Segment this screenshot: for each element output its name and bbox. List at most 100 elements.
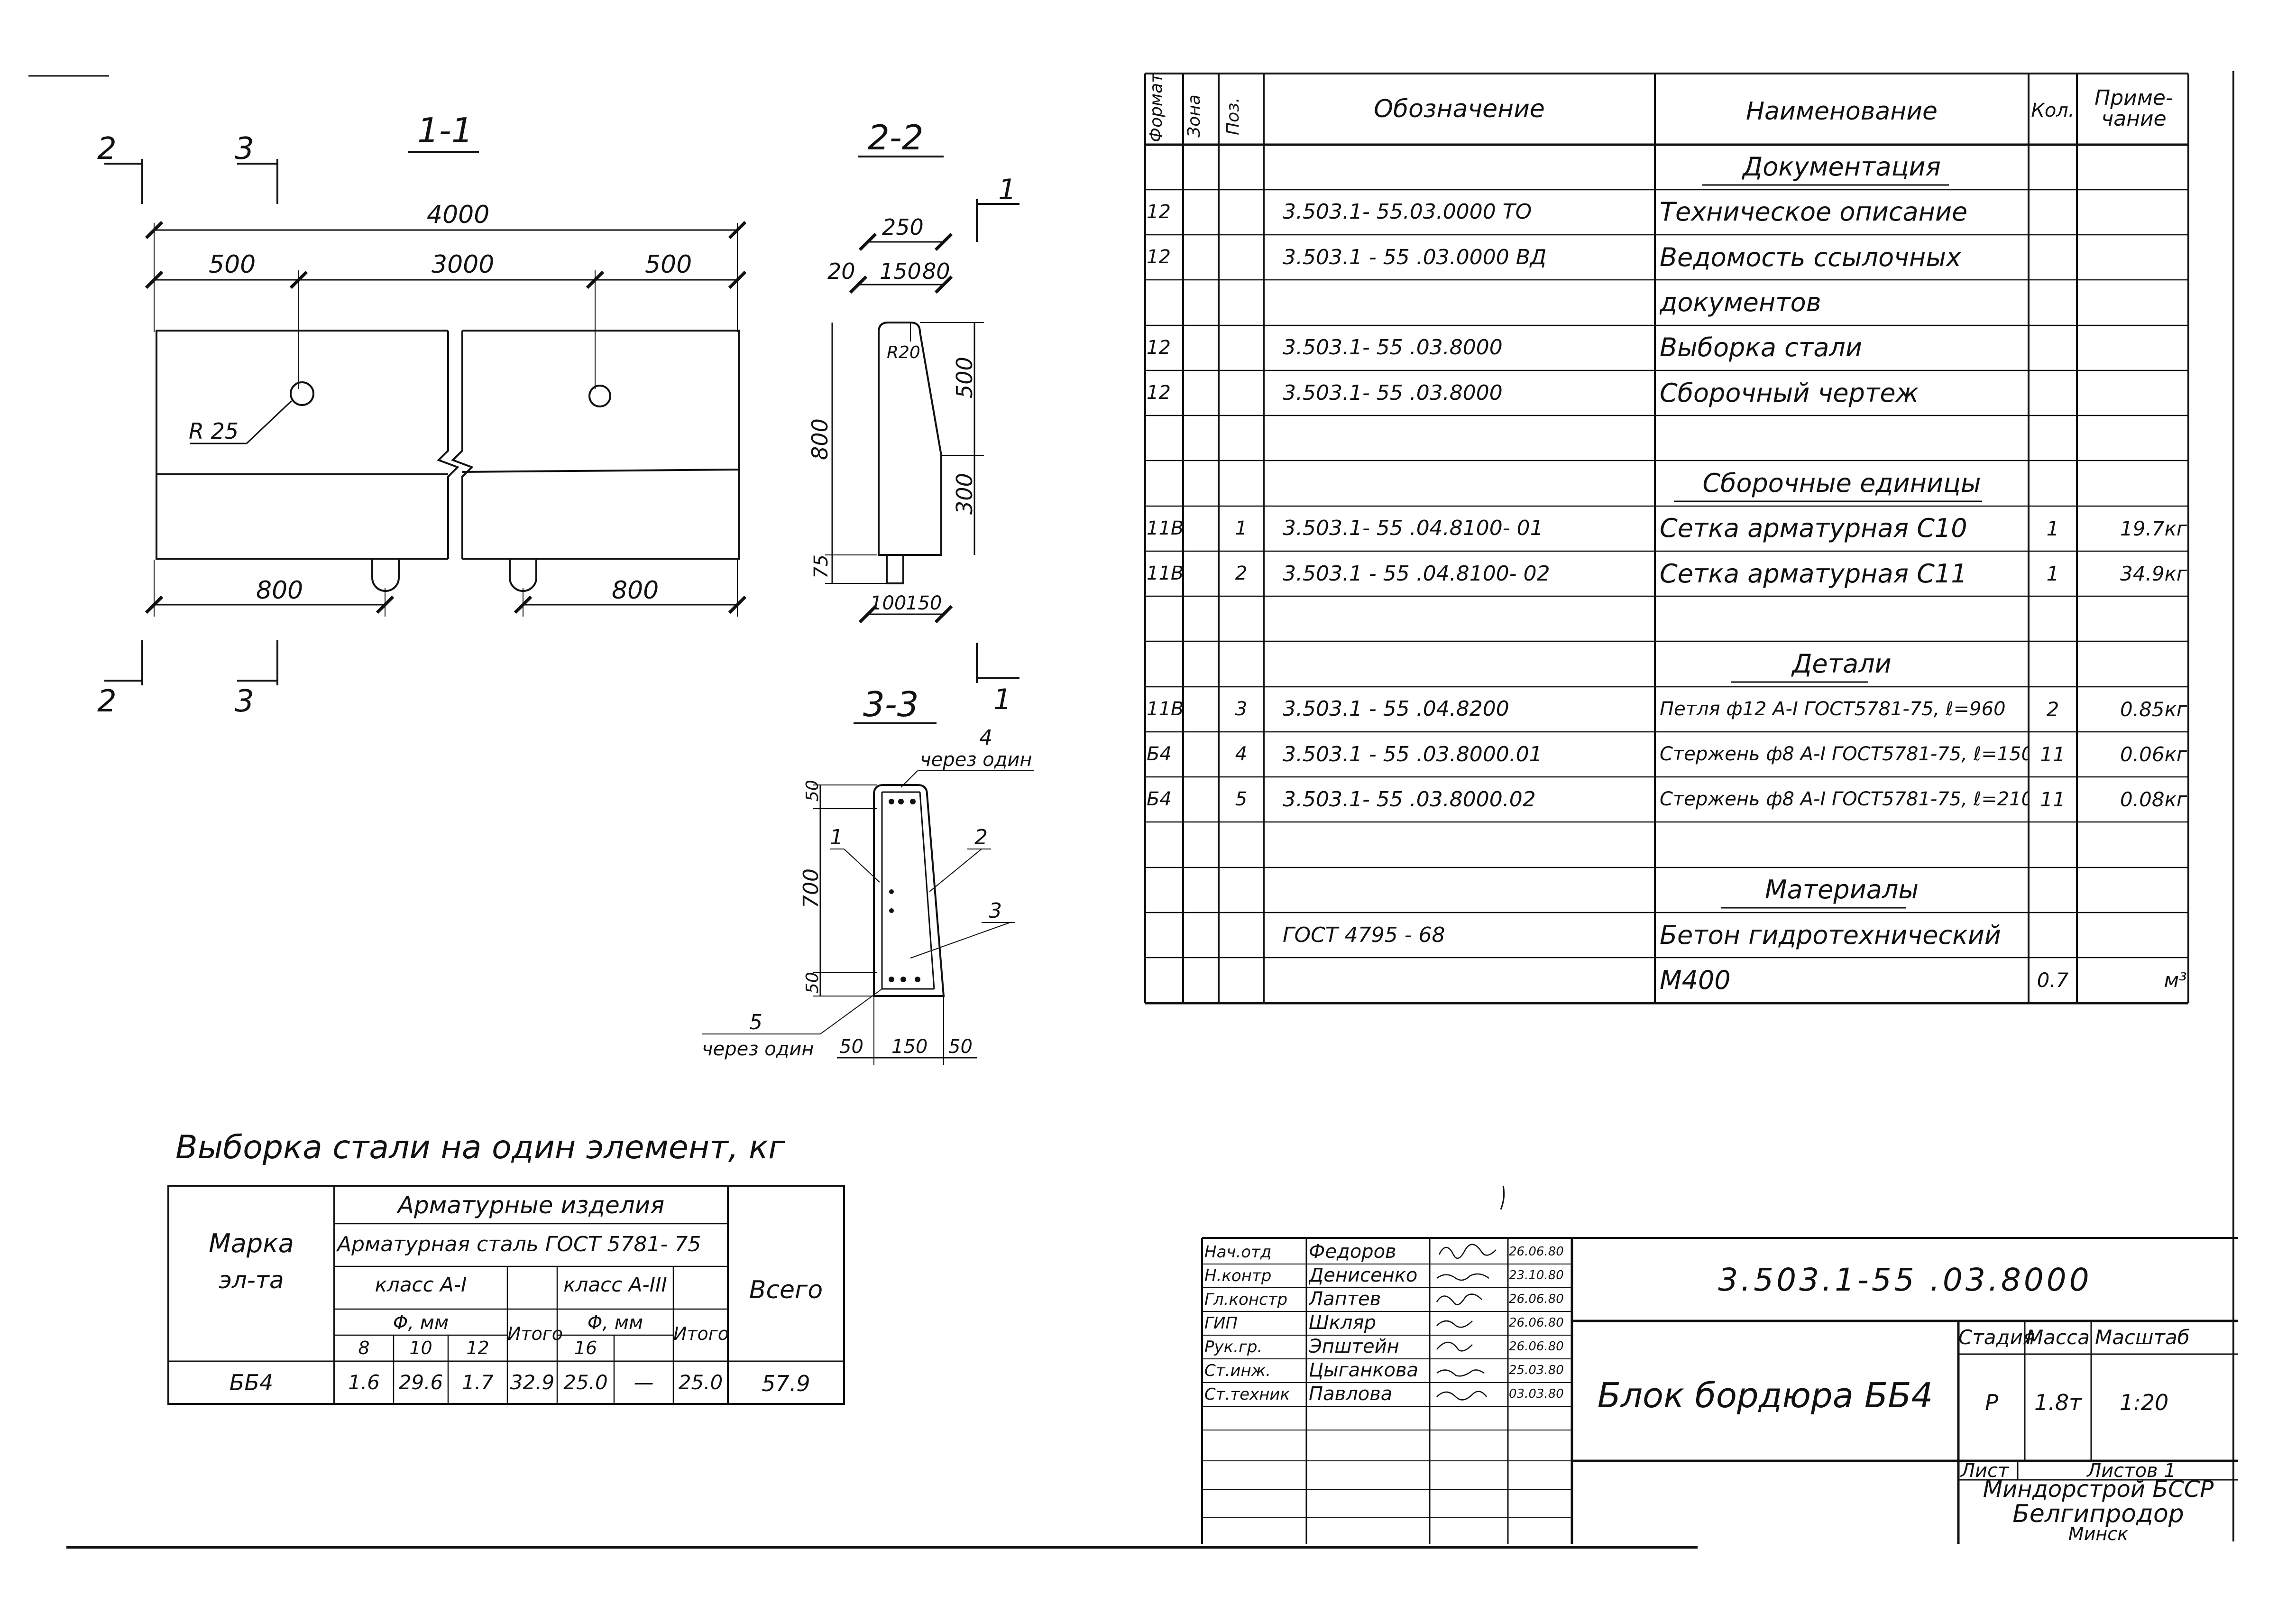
spec-header-note: Приме- чание — [2079, 88, 2188, 129]
pos1-label: 1 — [830, 825, 843, 849]
dim-700: 700 — [799, 868, 823, 908]
spec-cell-format: Б4 — [1147, 743, 1172, 766]
spec-cell-name: Стержень ф8 А-I ГОСТ5781-75, ℓ=150 — [1660, 743, 2029, 766]
org-line-1: Миндорстрой БССР — [1983, 1476, 2214, 1503]
steel-row-v10: 29.6 — [398, 1371, 443, 1394]
section-label-1-1: 1-1 — [417, 111, 473, 150]
spec-grid — [1144, 73, 2189, 1005]
steel-steel-header: Арматурная сталь ГОСТ 5781- 75 — [337, 1232, 701, 1256]
signatory-date: 03.03.80 — [1509, 1387, 1564, 1402]
spec-cell-format: 11В — [1147, 698, 1183, 720]
steel-grid — [167, 1185, 845, 1405]
view-3-3: 3-3 4 через один 1 2 — [702, 684, 1034, 1065]
dim-500-right: 500 — [645, 250, 692, 279]
doc-title: Блок бордюра ББ4 — [1597, 1375, 1933, 1415]
signatory-name: Цыганкова — [1309, 1359, 1419, 1381]
dim-800-right: 800 — [612, 576, 659, 605]
steel-group-header: Арматурные изделия — [397, 1191, 665, 1219]
signatures — [1436, 1244, 1497, 1401]
spec-cell-designation: 3.503.1 - 55 .03.0000 ВД — [1283, 245, 1547, 269]
stadia-label: Стадия — [1958, 1326, 2035, 1349]
view-1-1: 1-1 2 3 2 3 4000 500 — [97, 111, 747, 719]
spec-cell-designation: 3.503.1- 55 .03.8000.02 — [1283, 787, 1536, 812]
steel-title: Выборка стали на один элемент, кг — [175, 1129, 785, 1166]
spec-header-note-line2: чание — [2101, 107, 2167, 131]
steel-itogo-3: Итого — [673, 1323, 729, 1344]
pos2-label: 2 — [974, 825, 988, 849]
spec-cell-name: Ведомость ссылочных — [1660, 242, 1961, 272]
spec-cell-format: 12 — [1147, 381, 1171, 404]
spec-cell-pos: 3 — [1235, 698, 1248, 720]
spec-cell-pos: 5 — [1235, 788, 1248, 811]
spec-header-designation: Обозначение — [1374, 95, 1545, 123]
dim-20: 20 — [827, 258, 855, 284]
signatory-name: Шкляр — [1309, 1312, 1376, 1334]
dim-150-bottom: 150 — [906, 592, 942, 614]
spec-cell-note: 34.9кг — [2120, 562, 2187, 585]
spec-cell-name: Сборочные единицы — [1702, 468, 1981, 498]
dim-50-bottom: 50 — [803, 972, 822, 994]
spec-cell-designation: 3.503.1- 55 .04.8100- 01 — [1283, 516, 1543, 541]
signatory-role: ГИП — [1204, 1313, 1238, 1333]
dim-150: 150 — [880, 258, 921, 284]
signatory-role: Н.контр — [1204, 1266, 1272, 1285]
spec-cell-designation: 3.503.1 - 55 .03.8000.01 — [1283, 742, 1543, 766]
steel-itogo-1: Итого — [507, 1323, 563, 1344]
spec-cell-name: Сетка арматурная С11 — [1660, 558, 1967, 589]
steel-row-total: 57.9 — [762, 1371, 810, 1396]
steel-dia-3: Φ, мм — [587, 1312, 643, 1334]
spec-header-note-line1: Приме- — [2094, 86, 2173, 110]
spec-cell-format: 11В — [1147, 563, 1183, 584]
list-label: Лист — [1961, 1460, 2009, 1482]
org-line-2: Белгипродор — [2012, 1500, 2184, 1528]
dim-250: 250 — [882, 214, 924, 240]
spec-cell-note: м³ — [2164, 969, 2187, 992]
spec-cell-format: 11В — [1147, 517, 1183, 539]
signatory-name: Эпштейн — [1309, 1336, 1399, 1357]
steel-row-v8: 1.6 — [348, 1371, 380, 1394]
spec-header-qty: Кол. — [2031, 100, 2075, 121]
spec-cell-format: 12 — [1147, 246, 1171, 268]
radius-r20: R20 — [887, 343, 920, 362]
cut-label-2-bottom: 2 — [97, 684, 117, 719]
spec-cell-designation: ГОСТ 4795 - 68 — [1283, 923, 1445, 947]
spec-cell-name: Петля ф12 А-I ГОСТ5781-75, ℓ=960 — [1660, 698, 2006, 720]
steel-row-v12: 1.7 — [462, 1371, 494, 1394]
dim-75-vert: 75 — [810, 554, 832, 579]
dim-500-vert: 500 — [952, 357, 977, 398]
steel-dia-1: Φ, мм — [393, 1312, 449, 1334]
spec-cell-qty: 0.7 — [2037, 969, 2069, 992]
dim-50-right: 50 — [948, 1036, 973, 1058]
spec-cell-note: 0.08кг — [2120, 788, 2187, 812]
dim-800-left: 800 — [256, 576, 303, 605]
steel-row-v16: 25.0 — [563, 1371, 608, 1394]
cut-label-2-top: 2 — [97, 131, 117, 166]
signatory-date: 26.06.80 — [1509, 1292, 1564, 1307]
spec-cell-designation: 3.503.1 - 55 .04.8100- 02 — [1283, 561, 1550, 586]
steel-mark-header-2: эл-та — [219, 1266, 284, 1294]
spec-cell-designation: 3.503.1- 55 .03.8000 — [1283, 335, 1503, 360]
cut-label-3-top: 3 — [235, 131, 254, 166]
doc-code: 3.503.1-55 .03.8000 — [1718, 1262, 2092, 1298]
radius-r25: R 25 — [189, 418, 239, 444]
signatory-date: 25.03.80 — [1509, 1363, 1564, 1378]
spec-cell-note: 0.06кг — [2120, 742, 2187, 766]
section-label-3-3: 3-3 — [863, 684, 919, 724]
pos4-note: через один — [920, 749, 1032, 771]
spec-cell-name: Документация — [1743, 152, 1941, 182]
org-line-3: Минск — [2068, 1523, 2129, 1541]
massa-label: Масса — [2026, 1326, 2090, 1349]
signatory-role: Ст.техник — [1204, 1384, 1290, 1404]
spec-header-format: Формат — [1147, 73, 1166, 142]
steel-d10: 10 — [409, 1338, 432, 1358]
spec-cell-pos: 2 — [1235, 563, 1248, 584]
steel-d12: 12 — [466, 1338, 489, 1358]
dim-4000: 4000 — [427, 201, 489, 229]
spec-cell-name: Материалы — [1765, 875, 1919, 905]
signatory-role: Ст.инж. — [1204, 1361, 1271, 1380]
pos5-label: 5 — [749, 1010, 762, 1034]
pos3-label: 3 — [989, 899, 1002, 923]
signatory-date: 26.06.80 — [1509, 1316, 1564, 1330]
spec-cell-designation: 3.503.1- 55 .03.8000 — [1283, 380, 1503, 405]
